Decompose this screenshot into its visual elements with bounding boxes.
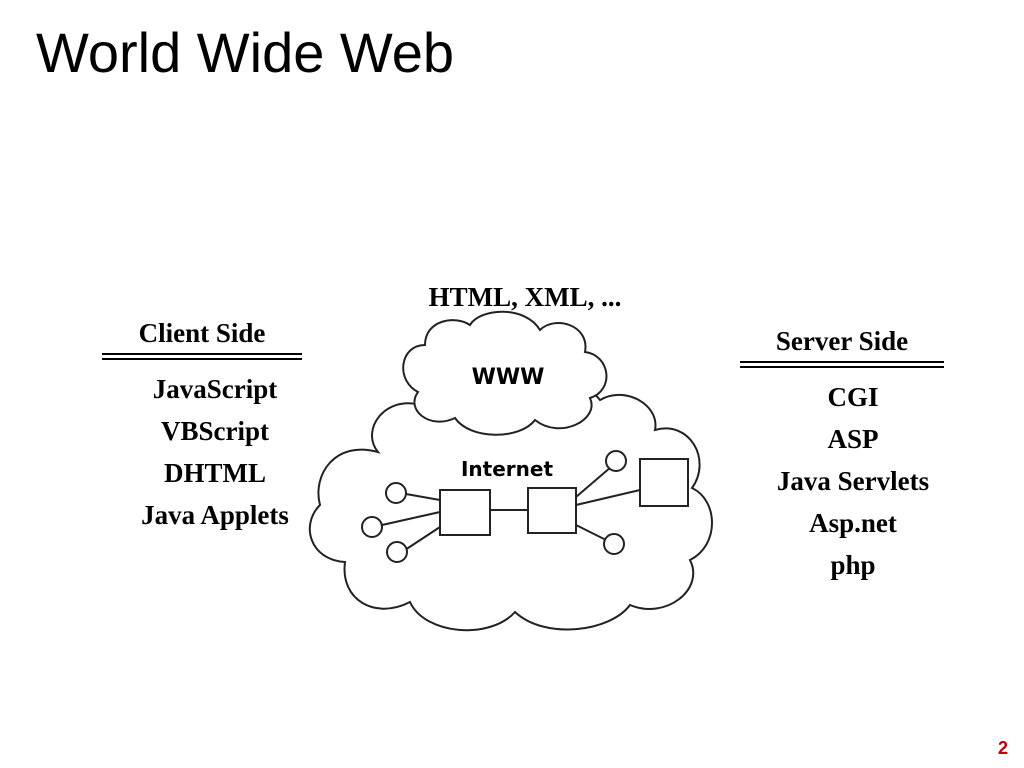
server-heading-rule-bottom <box>740 366 944 368</box>
server-item-php: php <box>830 550 876 580</box>
server-heading-rule-top <box>740 361 944 363</box>
client-node-2 <box>361 516 383 538</box>
client-node-3 <box>386 541 408 563</box>
client-heading-rule-top <box>102 353 302 355</box>
router-box-right <box>527 487 577 534</box>
server-item-aspnet: Asp.net <box>809 508 897 538</box>
client-item-vbscript: VBScript <box>161 416 269 446</box>
server-item-cgi: CGI <box>827 382 879 412</box>
router-box-left <box>439 489 491 536</box>
www-cloud <box>402 310 608 436</box>
client-item-java-applets: Java Applets <box>141 500 289 530</box>
server-side-heading: Server Side <box>775 326 909 356</box>
client-technologies-list: JavaScript VBScript DHTML Java Applets <box>110 368 320 536</box>
www-label: WWW <box>472 365 545 390</box>
server-item-java-servlets: Java Servlets <box>776 466 930 496</box>
server-node-1 <box>605 450 627 472</box>
client-node-1 <box>385 482 407 504</box>
server-item-asp: ASP <box>827 424 879 454</box>
page-number: 2 <box>997 738 1008 758</box>
client-side-heading: Client Side <box>138 318 266 348</box>
markup-languages-label: HTML, XML, ... <box>428 282 622 312</box>
network-links <box>381 466 641 551</box>
client-item-dhtml: DHTML <box>163 458 266 488</box>
server-node-2 <box>603 533 625 555</box>
server-host-box <box>639 458 689 507</box>
client-item-javascript: JavaScript <box>152 374 278 404</box>
client-heading-rule-bottom <box>102 358 302 360</box>
server-technologies-list: CGI ASP Java Servlets Asp.net php <box>748 376 958 586</box>
internet-label: Internet <box>461 457 553 481</box>
slide-title: World Wide Web <box>36 21 455 84</box>
